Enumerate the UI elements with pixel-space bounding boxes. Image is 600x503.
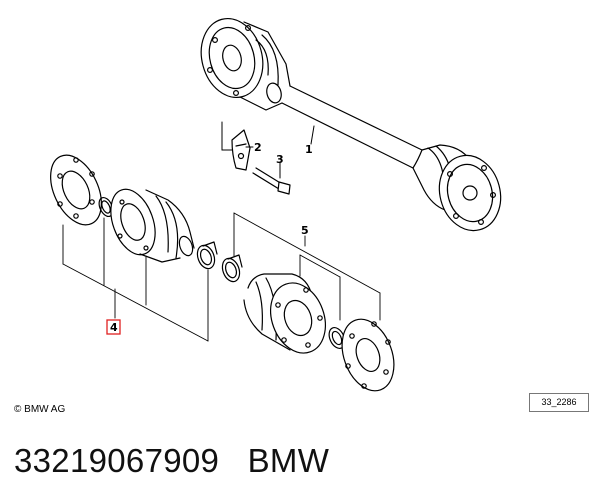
callout-4: 4 xyxy=(110,321,118,334)
diagram-reference-number: 33_2286 xyxy=(529,393,589,412)
cv-joint-kit-right[interactable] xyxy=(233,212,403,398)
copyright-notice: © BMW AG xyxy=(14,404,66,415)
drive-shaft[interactable] xyxy=(193,12,509,238)
callout-4-selected[interactable]: 4 xyxy=(106,319,121,335)
part-caption: 33219067909 BMW xyxy=(14,442,329,480)
callout-3[interactable]: 3 xyxy=(276,153,284,166)
callout-1[interactable]: 1 xyxy=(305,143,313,156)
bracket[interactable] xyxy=(221,121,254,171)
cv-joint-kit-left[interactable] xyxy=(40,147,243,342)
bolt[interactable] xyxy=(252,161,291,195)
brand-name: BMW xyxy=(247,442,330,479)
part-number: 33219067909 xyxy=(14,442,220,479)
callout-5[interactable]: 5 xyxy=(301,224,309,237)
callout-2[interactable]: 2 xyxy=(254,141,262,154)
parts-diagram: 1 2 3 5 4 xyxy=(40,12,509,398)
